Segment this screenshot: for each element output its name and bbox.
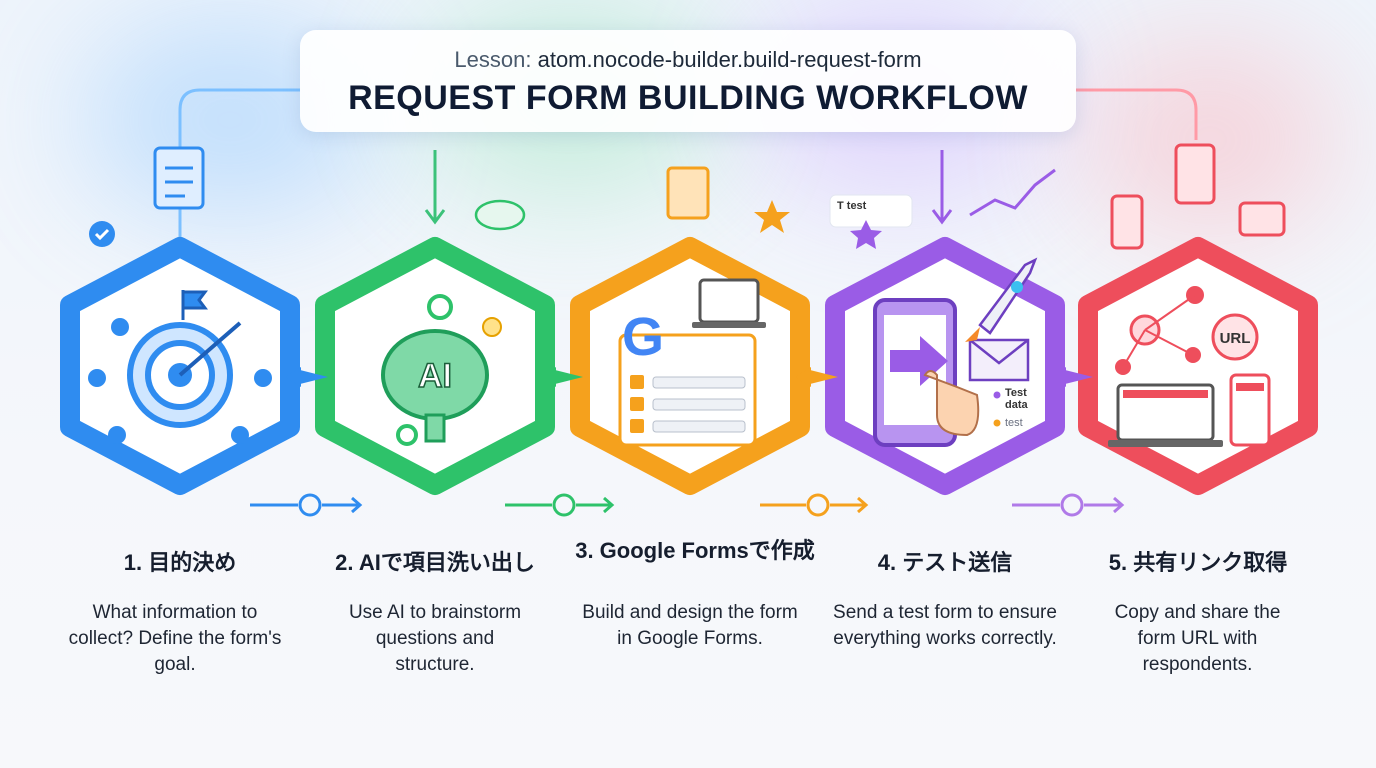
clipboard-icon — [153, 146, 205, 210]
step-5-hexagon: URL — [1073, 235, 1323, 497]
progress-connector — [505, 493, 615, 517]
svg-text:AI: AI — [418, 357, 452, 395]
rocket-icon — [965, 257, 1038, 342]
page-title: REQUEST FORM BUILDING WORKFLOW — [348, 79, 1028, 117]
step-3-description: Build and design the form in Google Form… — [582, 602, 798, 649]
step-5-description: Copy and share the form URL with respond… — [1114, 602, 1281, 675]
header-card: Lesson: atom.nocode-builder.build-reques… — [300, 30, 1076, 132]
step-4-description: Send a test form to ensure everything wo… — [833, 602, 1057, 649]
arrow-connector — [285, 367, 328, 387]
step-2-title: 2. AIで項目洗い出し — [335, 550, 535, 575]
step-4-title: 4. テスト送信 — [877, 550, 1013, 575]
google-logo: G — [622, 307, 664, 367]
network-icon — [1115, 286, 1204, 375]
star-icon — [850, 220, 882, 249]
phone-icon — [1229, 373, 1271, 447]
progress-connector — [760, 493, 869, 517]
target-icon — [127, 290, 242, 428]
test-card-label: T test — [837, 200, 867, 212]
gear-icon — [427, 294, 453, 320]
step-1-description: What information to collect? Define the … — [68, 602, 282, 675]
arrow-connector — [540, 367, 583, 387]
legend-test: test — [1005, 417, 1023, 429]
lesson-label: Lesson: — [454, 47, 532, 72]
document-icon — [666, 166, 710, 220]
share-icon — [1238, 201, 1286, 237]
svg-text:URL: URL — [1220, 330, 1251, 347]
cloud-icon — [474, 199, 526, 231]
progress-connector — [250, 493, 363, 517]
test-card — [829, 194, 913, 228]
phone-icon — [1174, 143, 1216, 205]
lesson-id: atom.nocode-builder.build-request-form — [537, 47, 922, 72]
lightbulb-icon — [482, 317, 502, 337]
step-2-hexagon: AI — [310, 235, 560, 497]
phone-send-icon — [873, 298, 980, 447]
ai-brain-icon: AI — [381, 329, 489, 443]
gear-icon — [396, 424, 418, 446]
envelope-icon — [968, 338, 1030, 382]
laptop-icon — [692, 278, 766, 328]
legend-test-data: Test data — [1005, 387, 1028, 411]
star-icon — [754, 200, 790, 233]
arrow-connector — [795, 367, 838, 387]
step-3-hexagon: G — [565, 235, 815, 497]
step-1-hexagon — [55, 235, 305, 497]
step-1-title: 1. 目的決め — [123, 550, 237, 575]
step-5-title: 5. 共有リンク取得 — [1108, 550, 1288, 575]
step-4-hexagon: Test data test — [820, 235, 1070, 497]
phone-icon — [1110, 194, 1144, 250]
url-badge: URL — [1211, 313, 1259, 361]
form-icon — [618, 333, 757, 447]
laptop-icon — [1108, 383, 1223, 447]
chart-icon — [969, 168, 1056, 217]
arrow-connector — [1050, 367, 1093, 387]
step-3-title: 3. Google Formsで作成 — [575, 538, 815, 563]
lesson-line: Lesson: atom.nocode-builder.build-reques… — [300, 47, 1076, 73]
check-badge-icon — [89, 221, 115, 247]
progress-connector — [1012, 493, 1125, 517]
step-2-description: Use AI to brainstorm questions and struc… — [348, 602, 522, 675]
